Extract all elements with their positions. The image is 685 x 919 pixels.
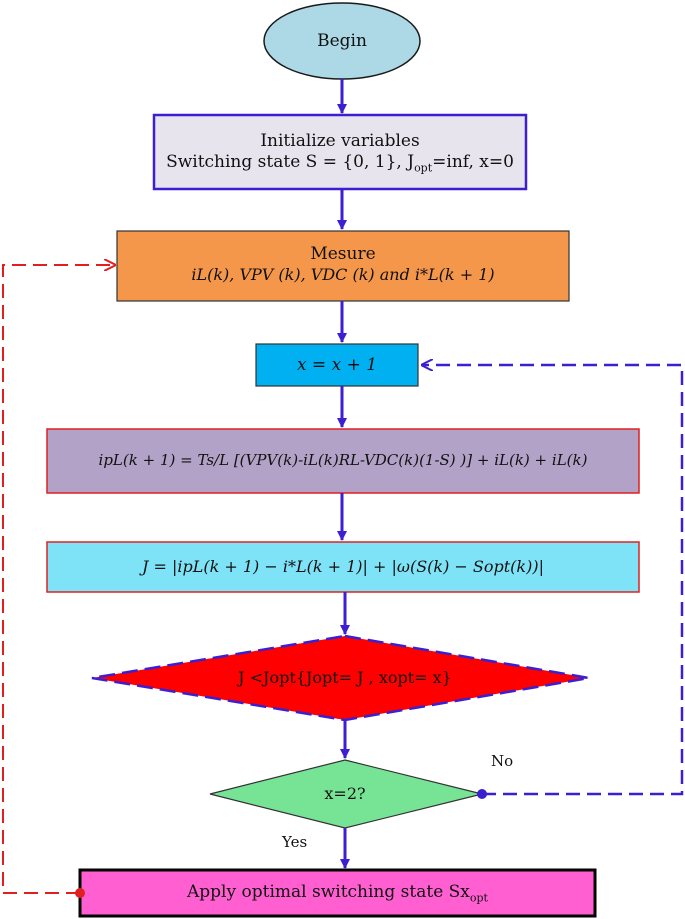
check-text: x=2? <box>324 784 366 803</box>
measure-formula: iL(k), VPV (k), VDC (k) and i*L(k + 1) <box>191 265 495 285</box>
init-text: Initialize variables Switching state S =… <box>154 131 526 175</box>
init-line2: Switching state S = {0, 1}, Jopt=inf, x=… <box>166 152 514 175</box>
no-label: No <box>491 752 514 770</box>
measure-text: Mesure iL(k), VPV (k), VDC (k) and i*L(k… <box>117 244 569 285</box>
increment-box <box>255 343 419 387</box>
return-loop-arrow <box>2 265 115 894</box>
increment-formula: x = x + 1 <box>296 355 378 375</box>
cost-box <box>46 541 640 593</box>
predict-formula: ipL(k + 1) = Ts/L [(VPV(k)-iL(k)RL-VDC(k… <box>98 451 588 469</box>
measure-box <box>116 230 570 302</box>
yes-label: Yes <box>282 833 308 851</box>
cost-formula: J = |ipL(k + 1) − i*L(k + 1)| + |ω(S(k) … <box>141 557 544 576</box>
measure-title: Mesure <box>310 244 376 264</box>
apply-box <box>78 868 597 918</box>
decision-text: J <Jopt{Jopt= J , xopt= x} <box>238 668 452 687</box>
no-loop-arrow <box>422 365 684 796</box>
apply-text: Apply optimal switching state Sxopt <box>187 882 488 905</box>
init-line1: Initialize variables <box>260 131 420 151</box>
init-box <box>152 113 528 191</box>
begin-label: Begin <box>317 31 367 51</box>
